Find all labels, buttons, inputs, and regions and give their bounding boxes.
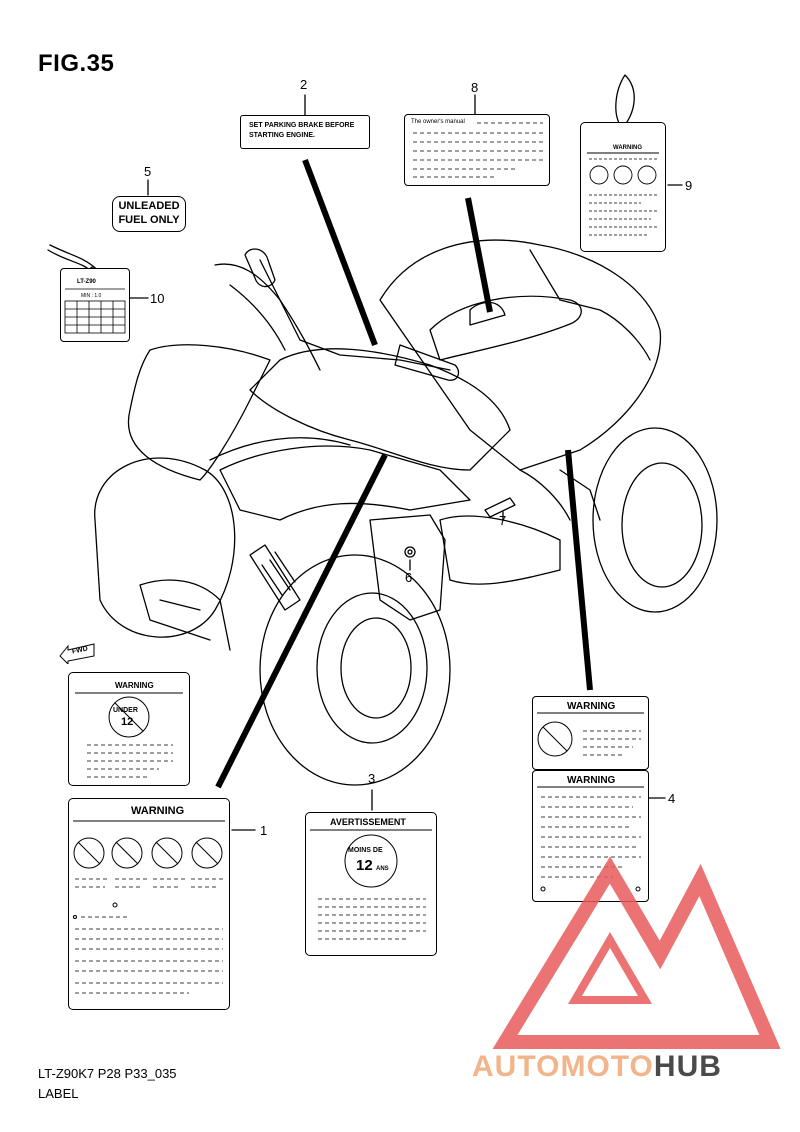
rear-fender: [379, 239, 662, 471]
warning-label-4-upper-title: WARNING: [567, 701, 616, 712]
warning-label-4-upper: WARNING: [532, 696, 649, 770]
callout-8: 8: [471, 80, 479, 95]
warning-label-1-upper-art: [75, 692, 183, 778]
ans-age-number: 12: [356, 857, 373, 874]
front-bumper: [139, 579, 231, 651]
handlebar: [259, 259, 451, 371]
warning-label-1-lower-art: [73, 820, 225, 994]
fuel-line1: UNLEADED: [118, 200, 180, 212]
seat: [429, 295, 582, 361]
owners-manual-label: The owner's manual: [404, 114, 550, 186]
watermark-part2: HUB: [653, 1050, 722, 1083]
ans-text: ANS: [376, 866, 389, 872]
hang-tag-table: [64, 288, 126, 334]
parking-brake-line2: STARTING ENGINE.: [249, 132, 315, 139]
warning-label-4-lower-title: WARNING: [567, 775, 616, 786]
warning-label-4-lower-art: [537, 786, 644, 892]
fuel-label: UNLEADED FUEL ONLY: [112, 196, 186, 232]
owners-manual-text-lines: [413, 122, 543, 178]
body-tank: [249, 348, 511, 471]
callout-1: 1: [260, 823, 268, 838]
callout-7: 7: [499, 513, 507, 528]
warning-label-1-lower: WARNING: [68, 798, 230, 1010]
rear-wheel-right: [592, 427, 718, 613]
callout-10: 10: [150, 291, 165, 306]
callout-5: 5: [144, 164, 152, 179]
fwd-arrow: FWD: [58, 642, 98, 664]
figure-code: LT-Z90K7 P28 P33_035: [38, 1066, 177, 1081]
fuel-line2: FUEL ONLY: [118, 214, 180, 226]
parking-brake-line1: SET PARKING BRAKE BEFORE: [249, 122, 355, 129]
warning-label-1-upper-title: WARNING: [115, 681, 154, 690]
moins-de-text: MOINS DE: [348, 847, 383, 854]
fwd-arrow-shape: [59, 643, 95, 664]
hang-tag-model-subtitle: MIN : 1.0: [81, 293, 102, 299]
owners-manual-text: The owner's manual: [411, 119, 465, 125]
warning-label-1-lower-title: WARNING: [131, 805, 185, 817]
watermark-part1: AUTOMOTO: [472, 1050, 654, 1083]
avertissement-art: [310, 829, 432, 940]
warning-label-1-upper: WARNING UNDER 12: [68, 672, 190, 786]
hang-tag-model: LT-Z90 MIN : 1.0: [60, 268, 130, 342]
warning-label-4-lower: WARNING: [532, 770, 649, 902]
callout-6: 6: [405, 570, 413, 585]
front-shock: [249, 544, 301, 611]
callout-2: 2: [300, 77, 308, 92]
figure-caption: LABEL: [38, 1086, 79, 1101]
figure-title: FIG.35: [38, 50, 115, 77]
warning-label-4-upper-art: [537, 712, 644, 757]
under-text: UNDER: [113, 707, 138, 714]
hang-tag-warning: WARNING: [580, 122, 666, 252]
avertissement-title: AVERTISSEMENT: [330, 817, 406, 827]
under-age-number: 12: [121, 716, 134, 728]
hang-tag-warning-title: WARNING: [613, 145, 642, 151]
front-wheel-right: [259, 554, 451, 786]
callout-3: 3: [368, 771, 376, 786]
callout-9: 9: [685, 178, 693, 193]
avertissement-label: AVERTISSEMENT MOINS DE 12 ANS: [305, 812, 437, 956]
parking-brake-label: SET PARKING BRAKE BEFORE STARTING ENGINE…: [240, 115, 370, 149]
hang-tag-icons: [587, 152, 659, 236]
watermark-text: AUTOMOTOHUB: [472, 1050, 722, 1084]
callout-4: 4: [668, 791, 676, 806]
front-fender: [127, 344, 271, 481]
hang-tag-model-title: LT-Z90: [77, 279, 96, 285]
front-wheel-left: [94, 457, 236, 638]
